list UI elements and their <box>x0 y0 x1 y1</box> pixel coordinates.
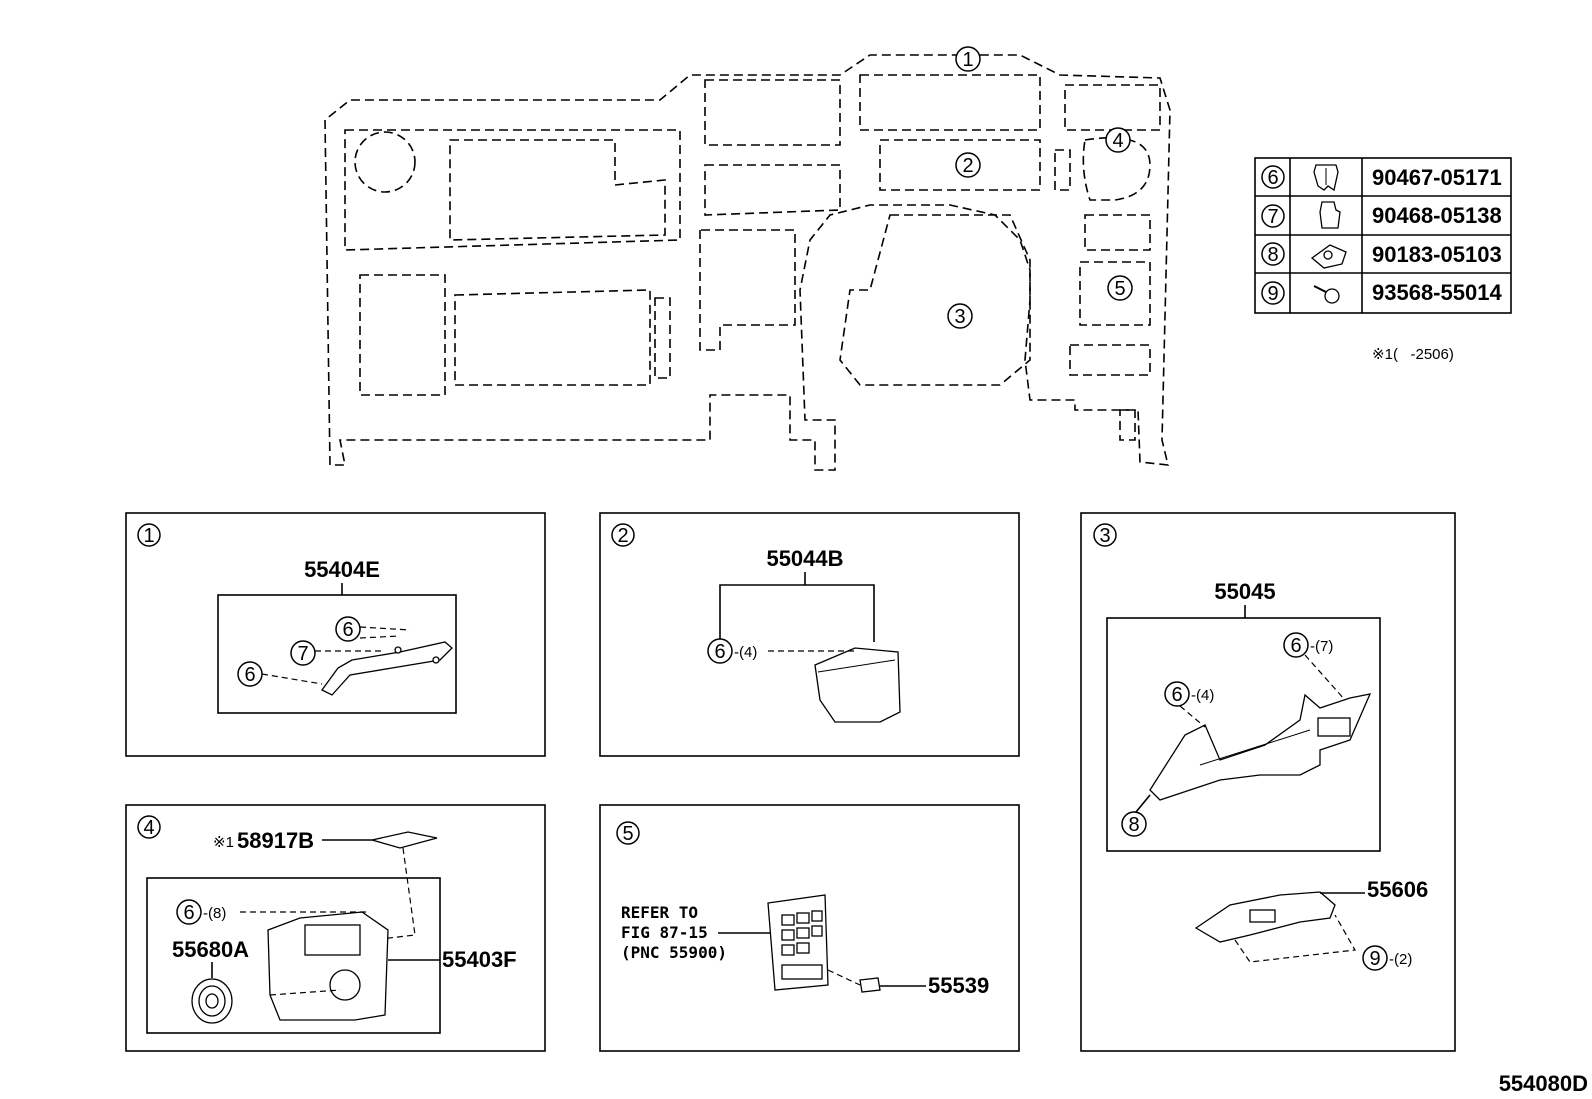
table-callout-9: 9 <box>1267 283 1278 305</box>
fastener-table: 6 90467-05171 7 90468-05138 8 90183-0510… <box>1254 157 1512 363</box>
p4-qty-6: -(8) <box>203 905 226 922</box>
callout-3-overview: 3 <box>954 306 965 328</box>
p1-callout-6-bottom: 6 <box>244 664 255 686</box>
screw-icon <box>1313 285 1340 304</box>
knob-part <box>191 978 233 1024</box>
footnote-mark: ※1 <box>1372 346 1393 363</box>
part-number-90183-05103: 90183-05103 <box>1372 242 1502 267</box>
clip-icon <box>1319 201 1341 229</box>
part-label-55606: 55606 <box>1367 877 1428 902</box>
p4-callout-6: 6 <box>183 902 194 924</box>
p3-callout-6-left: 6 <box>1171 684 1182 706</box>
p2-qty-6: -(4) <box>734 644 757 661</box>
p3-qty-9: -(2) <box>1389 951 1412 968</box>
panel-5: 5 REFER TO FIG 87-15 (PNC 55900) 55539 <box>599 804 1020 1052</box>
table-callout-7: 7 <box>1267 206 1278 228</box>
p1-callout-7: 7 <box>297 643 308 665</box>
p3-callout-9: 9 <box>1369 948 1380 970</box>
figure-id: 554080D <box>1499 1071 1588 1096</box>
p5-ref-line3: (PNC 55900) <box>621 943 727 962</box>
panel-2: 2 55044B 6 -(4) <box>599 512 1020 757</box>
p5-ref-line1: REFER TO <box>621 903 698 922</box>
p3-callout-6-right: 6 <box>1290 635 1301 657</box>
part-label-55539: 55539 <box>928 973 989 998</box>
p4-mark: ※1 <box>213 834 234 851</box>
part-number-90467-05171: 90467-05171 <box>1372 165 1502 190</box>
part-label-55044B: 55044B <box>766 546 843 571</box>
callout-1-overview: 1 <box>962 49 973 71</box>
callout-2-overview: 2 <box>962 155 973 177</box>
nut-icon <box>1310 244 1347 269</box>
switch-panel-part <box>767 894 829 991</box>
table-callout-6: 6 <box>1267 167 1278 189</box>
p3-qty-6-right: -(7) <box>1310 638 1333 655</box>
panel-3: 3 55045 6 -(7) 6 -(4) 8 55606 9 -(2) <box>1080 512 1456 1052</box>
clip-icon <box>1313 164 1339 192</box>
part-label-55680A: 55680A <box>172 937 249 962</box>
panel-5-index: 5 <box>622 823 633 845</box>
p3-qty-6-left: -(4) <box>1191 687 1214 704</box>
footnote-text: ( -2506) <box>1393 346 1454 363</box>
p3-callout-8: 8 <box>1128 814 1139 836</box>
p2-callout-6: 6 <box>714 641 725 663</box>
panel-4-index: 4 <box>143 817 154 839</box>
table-callout-8: 8 <box>1267 244 1278 266</box>
panel-4: 4 ※1 58917B 6 -(8) 55680A 55403F <box>125 804 546 1052</box>
part-label-55045: 55045 <box>1214 579 1275 604</box>
part-label-55403F: 55403F <box>442 947 517 972</box>
panel-2-index: 2 <box>617 525 628 547</box>
callout-5-overview: 5 <box>1114 278 1125 300</box>
part-label-55404E: 55404E <box>304 557 380 582</box>
dashboard-overview: 1 2 3 4 5 <box>324 46 1171 471</box>
part-label-58917B: 58917B <box>237 828 314 853</box>
part-number-90468-05138: 90468-05138 <box>1372 203 1502 228</box>
panel-1: 1 55404E 6 7 6 <box>125 512 546 757</box>
p1-callout-6-top: 6 <box>342 619 353 641</box>
part-number-93568-55014: 93568-55014 <box>1372 280 1502 305</box>
panel-3-index: 3 <box>1099 525 1110 547</box>
p5-ref-line2: FIG 87-15 <box>621 923 708 942</box>
callout-4-overview: 4 <box>1112 130 1123 152</box>
panel-1-index: 1 <box>143 525 154 547</box>
